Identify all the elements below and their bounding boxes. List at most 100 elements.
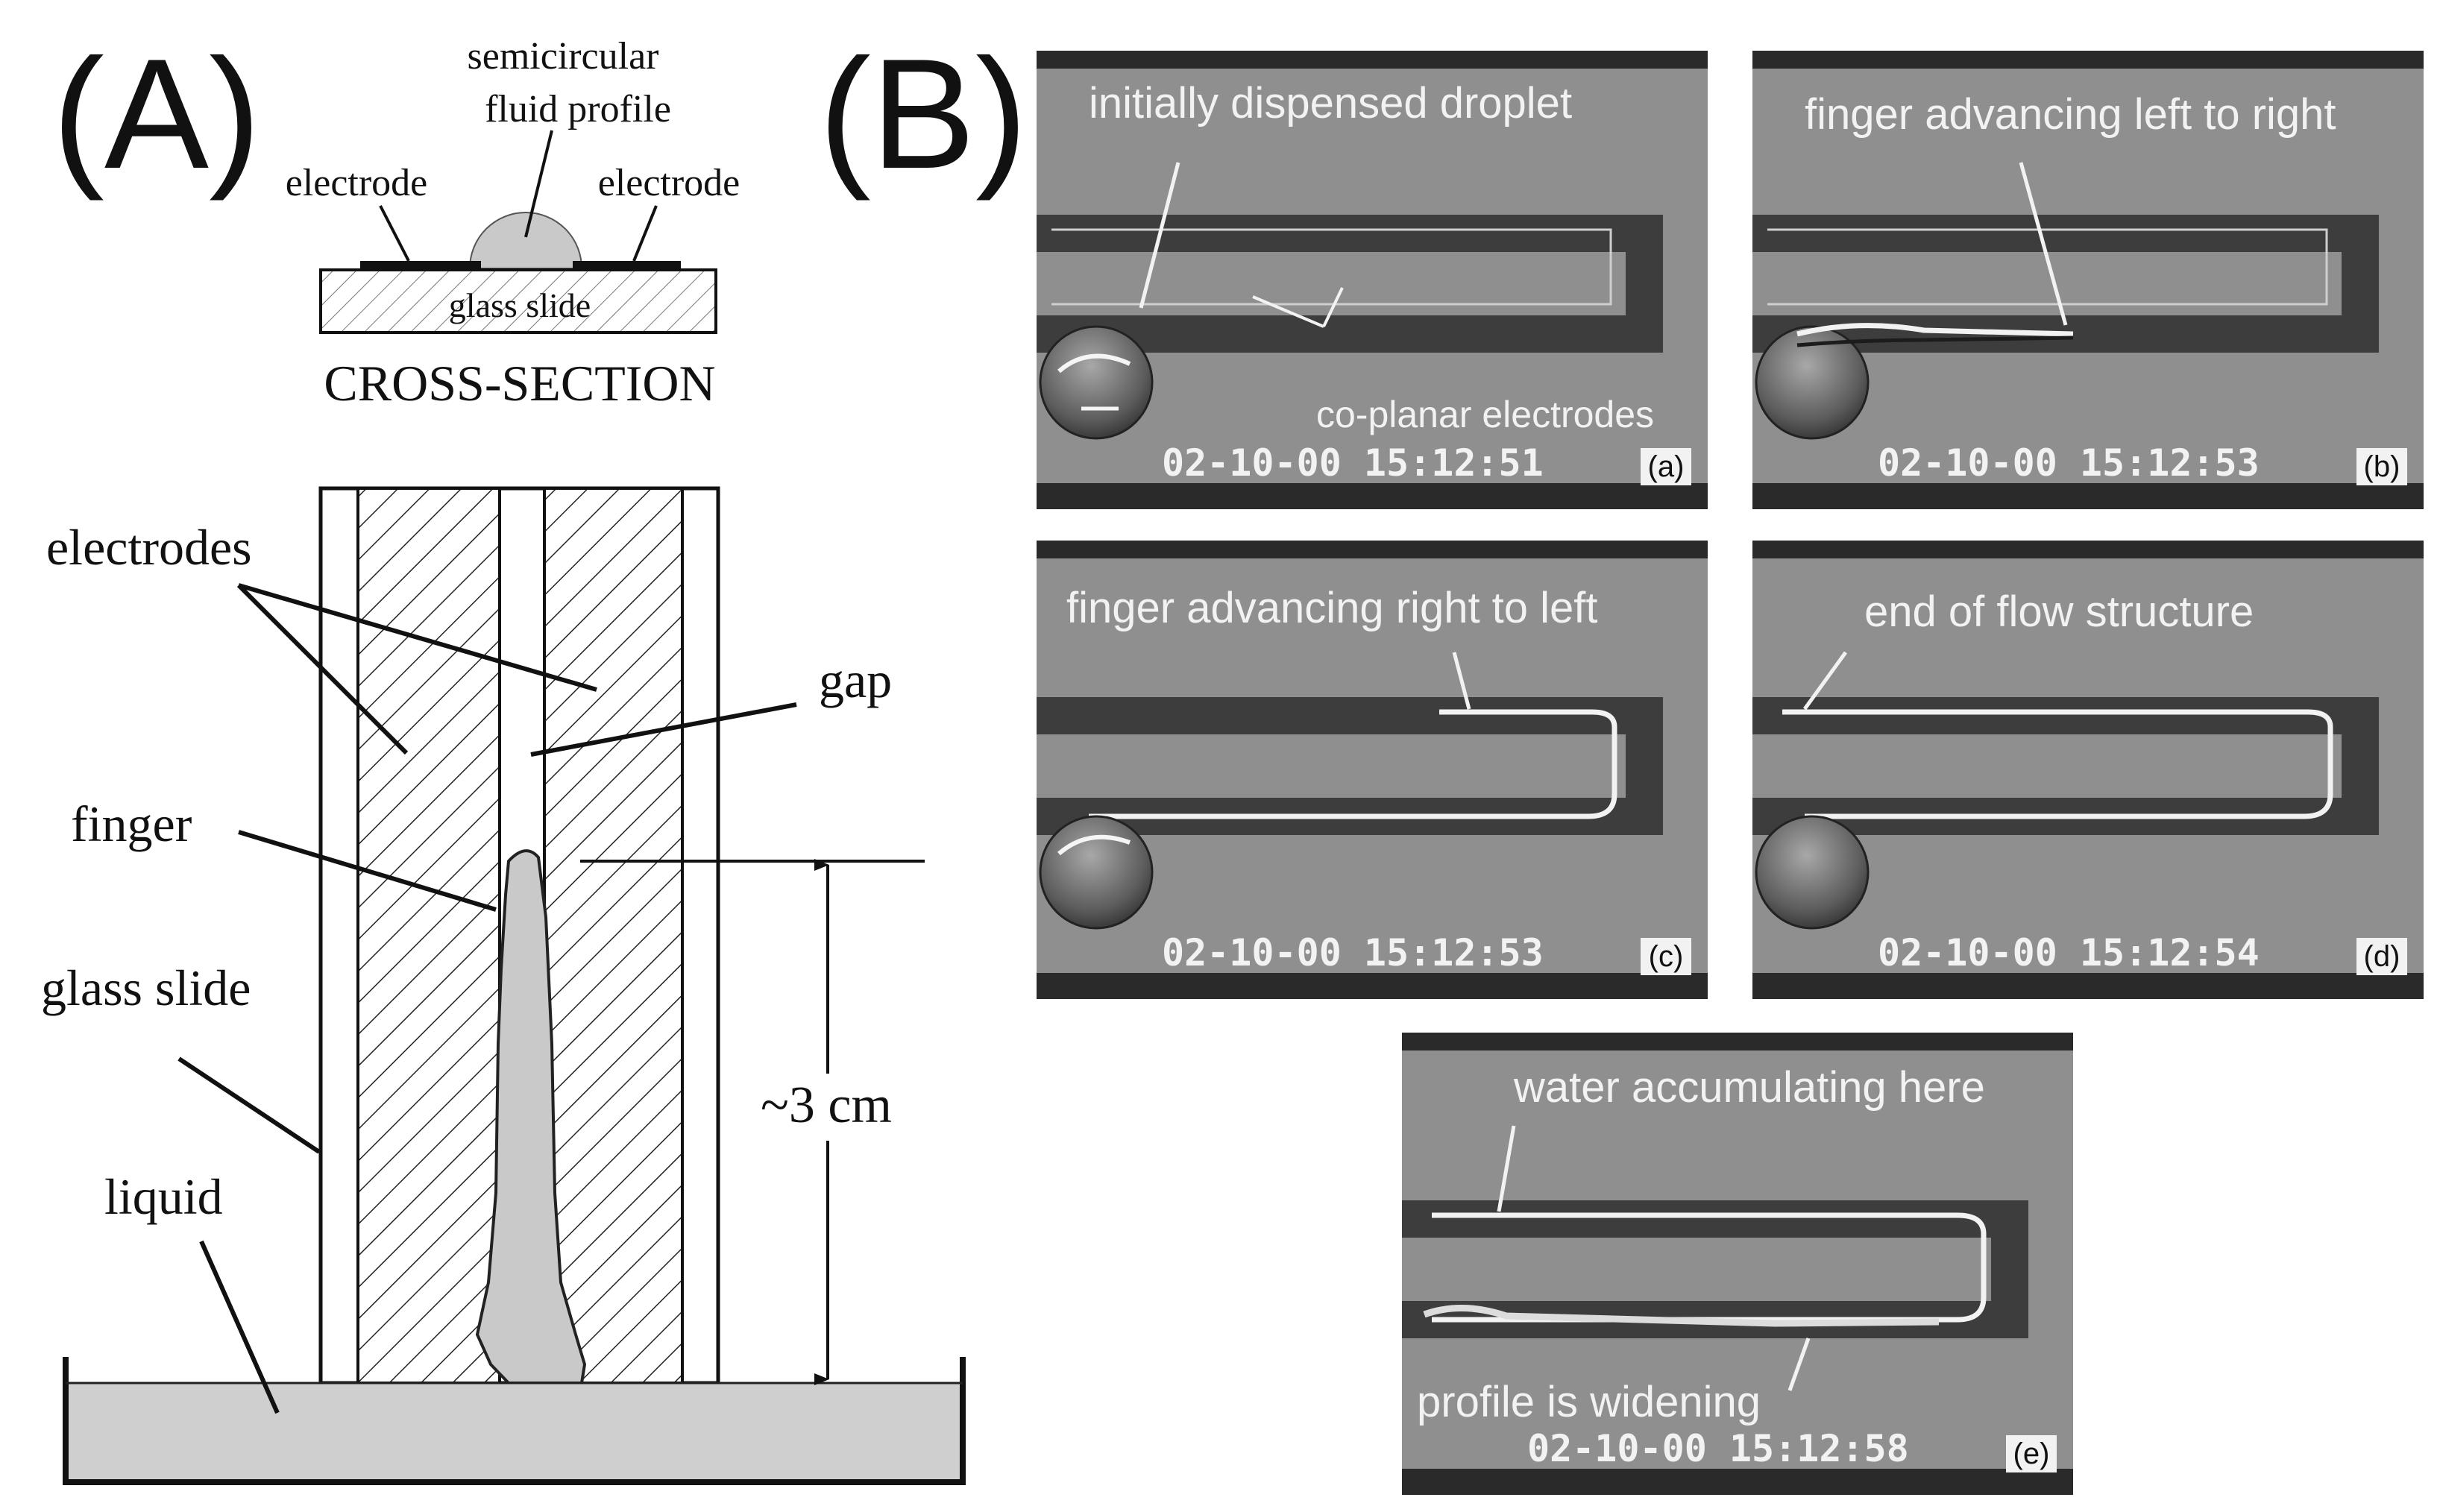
callout-leader (2019, 162, 2068, 326)
electrode-right-leader (632, 205, 658, 262)
photo-top-band (1752, 541, 2424, 558)
frame-timestamp: 02-10-00 15:12:54 (1878, 931, 2260, 974)
frame-tag-box (2356, 448, 2407, 485)
callout-leader (1802, 651, 1848, 711)
frame-tag-box (2006, 1435, 2057, 1472)
photo-background (1752, 541, 2424, 999)
fluid-profile-label-line2: fluid profile (485, 88, 671, 130)
electrodes-leader-2 (238, 583, 597, 692)
electrode-right-strip (543, 487, 684, 1385)
frame-tag: (e) (2013, 1437, 2050, 1470)
photo-bottom-band (1402, 1469, 2073, 1495)
callout-leader (1497, 1125, 1516, 1212)
dispensed-droplet (1039, 815, 1154, 930)
frame-tag: (d) (2364, 940, 2400, 973)
photo-frame-a: initially dispensed droplet co-planar el… (1037, 51, 1708, 509)
fluid-profile-label-line1: semicircular (468, 35, 659, 78)
photo-frame-c: finger advancing right to left 02-10-00 … (1037, 541, 1708, 999)
callout-initially-dispensed-droplet: initially dispensed droplet (1089, 79, 1572, 127)
finger-label: finger (71, 796, 192, 852)
gap-label: gap (819, 652, 892, 708)
liquid-bath (66, 1383, 963, 1482)
dispensed-droplet (1039, 325, 1154, 440)
glass-slide-label: glass slide (41, 960, 251, 1016)
semicircular-fluid-profile (468, 212, 583, 269)
photo-frame-b: finger advancing left to right 02-10-00 … (1752, 51, 2424, 509)
callout-leader (1139, 162, 1180, 309)
photo-background (1037, 541, 1708, 999)
callout-end-of-flow-structure: end of flow structure (1864, 588, 2254, 636)
frame-tag: (a) (1648, 450, 1685, 483)
callout-profile-is-widening: profile is widening (1417, 1378, 1761, 1426)
cross-section-electrode-left-label: electrode (286, 162, 428, 204)
frame-timestamp: 02-10-00 15:12:53 (1162, 931, 1544, 974)
liquid-finger (475, 849, 587, 1385)
electrode-left-leader (379, 205, 410, 262)
photo-background (1752, 51, 2424, 509)
callout-leader (1252, 295, 1324, 328)
liquid-leader (199, 1240, 280, 1414)
frame-tag: (c) (1649, 940, 1684, 973)
photo-frame-e: water accumulating here profile is widen… (1402, 1033, 2073, 1495)
frame-tag-box (1641, 448, 1691, 485)
electrodes-label: electrodes (46, 519, 252, 576)
callout-leader (1787, 1338, 1811, 1391)
droplet-highlight (1057, 834, 1131, 856)
height-label: ~3 cm (761, 1077, 892, 1134)
panel-a-label: (A) (52, 26, 261, 201)
dispensed-droplet (1755, 815, 1870, 930)
callout-finger-advancing-left-to-right: finger advancing left to right (1805, 90, 2336, 139)
frame-tag-box (2356, 938, 2407, 975)
photo-bottom-band (1037, 483, 1708, 509)
electrode-gap-line (1051, 228, 1612, 306)
panel-b: (B) initially dispensed droplet co-plana… (819, 26, 2424, 1495)
photo-top-band (1037, 51, 1708, 69)
callout-leader (1452, 652, 1471, 710)
callout-water-accumulating-here: water accumulating here (1513, 1063, 1985, 1112)
frame-timestamp: 02-10-00 15:12:53 (1878, 441, 2260, 485)
frame-tag-box (1641, 938, 1691, 975)
cross-section-glass-slide (319, 268, 717, 334)
cross-section-electrode-right-label: electrode (598, 162, 741, 204)
photo-background (1402, 1033, 2073, 1495)
height-label-bg (742, 1074, 914, 1141)
liquid-finger-bottom (1796, 323, 2074, 337)
droplet-highlight (1057, 353, 1131, 374)
frame-timestamp: 02-10-00 15:12:51 (1162, 441, 1544, 485)
photo-top-band (1037, 541, 1708, 558)
panel-a: (A) semicircular fluid profile electrode… (41, 26, 966, 1485)
gap-leader (530, 702, 797, 757)
finger-leader (238, 830, 497, 912)
photo-top-band (1402, 1033, 2073, 1050)
glass-slide-leader (177, 1056, 321, 1154)
frame-tag: (b) (2364, 450, 2400, 483)
liquid-label: liquid (104, 1168, 223, 1225)
electrodes-leader-1 (236, 583, 409, 755)
photo-bottom-band (1037, 973, 1708, 999)
widening-profile (1423, 1304, 1940, 1327)
liquid-finger-loop (1089, 709, 1617, 819)
photo-bottom-band (1752, 973, 2424, 999)
cross-section-inset: semicircular fluid profile electrode ele… (286, 35, 741, 412)
callout-finger-advancing-right-to-left: finger advancing right to left (1066, 584, 1598, 632)
electrode-left-strip (356, 487, 501, 1385)
callout-coplanar-electrodes: co-planar electrodes (1316, 394, 1654, 435)
photo-top-band (1752, 51, 2424, 69)
liquid-accumulation (1432, 1212, 1987, 1323)
photo-bottom-band (1752, 483, 2424, 509)
panel-b-label: (B) (819, 26, 1028, 201)
main-schematic: ~3 cm electrodes gap finger glass slide … (41, 486, 966, 1485)
frame-timestamp: 02-10-00 15:12:58 (1527, 1427, 1909, 1470)
liquid-finger-bottom (1796, 336, 2074, 347)
cross-section-electrode-right (573, 261, 681, 270)
liquid-finger-loop (1782, 709, 2333, 819)
liquid-trough (63, 1357, 966, 1485)
cross-section-slide-label: glass slide (449, 286, 591, 324)
callout-leader (1322, 287, 1344, 327)
photo-frame-d: end of flow structure 02-10-00 15:12:54 … (1752, 541, 2424, 999)
cross-section-caption: CROSS-SECTION (324, 355, 715, 412)
fluid-profile-leader (524, 130, 553, 238)
cross-section-electrode-left (360, 261, 481, 270)
dispensed-droplet (1755, 325, 1870, 440)
